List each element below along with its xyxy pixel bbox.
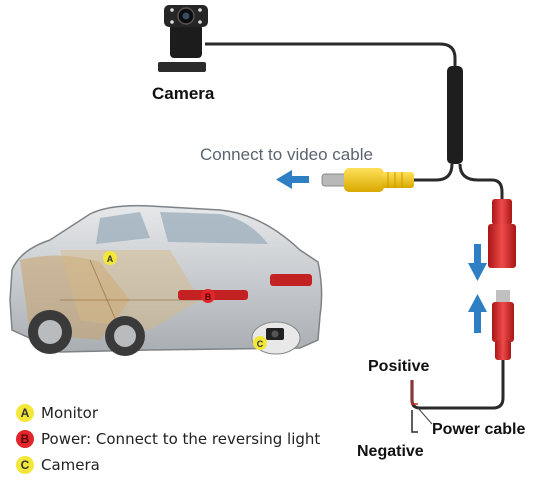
power-female-connector: [488, 199, 516, 268]
positive-wire: [411, 380, 418, 405]
power-cable-pointer: [417, 407, 433, 425]
video-cable: [412, 163, 454, 182]
car-marker-c: [253, 336, 267, 350]
legend-item-camera: C Camera: [16, 452, 320, 478]
camera-label: Camera: [152, 84, 215, 103]
car-marker-a-label: A: [107, 254, 114, 264]
car-marker-b-label: B: [205, 292, 212, 302]
arrow-up-icon: [468, 294, 487, 333]
power-male-connector: [492, 290, 514, 360]
legend-badge-b: B: [16, 430, 34, 448]
car-illustration: [9, 204, 323, 356]
camera-thumbnail-icon: [266, 328, 284, 340]
legend-label-monitor: Monitor: [41, 404, 99, 422]
negative-label: Negative: [357, 443, 424, 460]
car-marker-a: [103, 251, 117, 265]
car-marker-b: [201, 289, 215, 303]
legend-label-power: Power: Connect to the reversing light: [41, 430, 321, 448]
legend-item-power: B Power: Connect to the reversing light: [16, 426, 320, 452]
arrow-down-icon: [468, 244, 487, 281]
negative-wire: [411, 410, 418, 433]
camera-cable: [205, 42, 457, 68]
legend-item-monitor: A Monitor: [16, 400, 320, 426]
video-cable-label: Connect to video cable: [200, 145, 373, 164]
power-cable-upper: [458, 163, 504, 200]
positive-label: Positive: [368, 358, 430, 375]
arrow-left-icon: [276, 170, 309, 189]
legend: A Monitor B Power: Connect to the revers…: [16, 400, 320, 478]
legend-label-camera: Camera: [41, 456, 100, 474]
cable-splitter: [447, 66, 463, 164]
camera-device-icon: [158, 5, 208, 72]
power-cable-label: Power cable: [432, 421, 526, 438]
legend-badge-c: C: [16, 456, 34, 474]
rca-connector: [321, 168, 414, 192]
car-marker-c-label: C: [257, 339, 264, 349]
legend-badge-a: A: [16, 404, 34, 422]
